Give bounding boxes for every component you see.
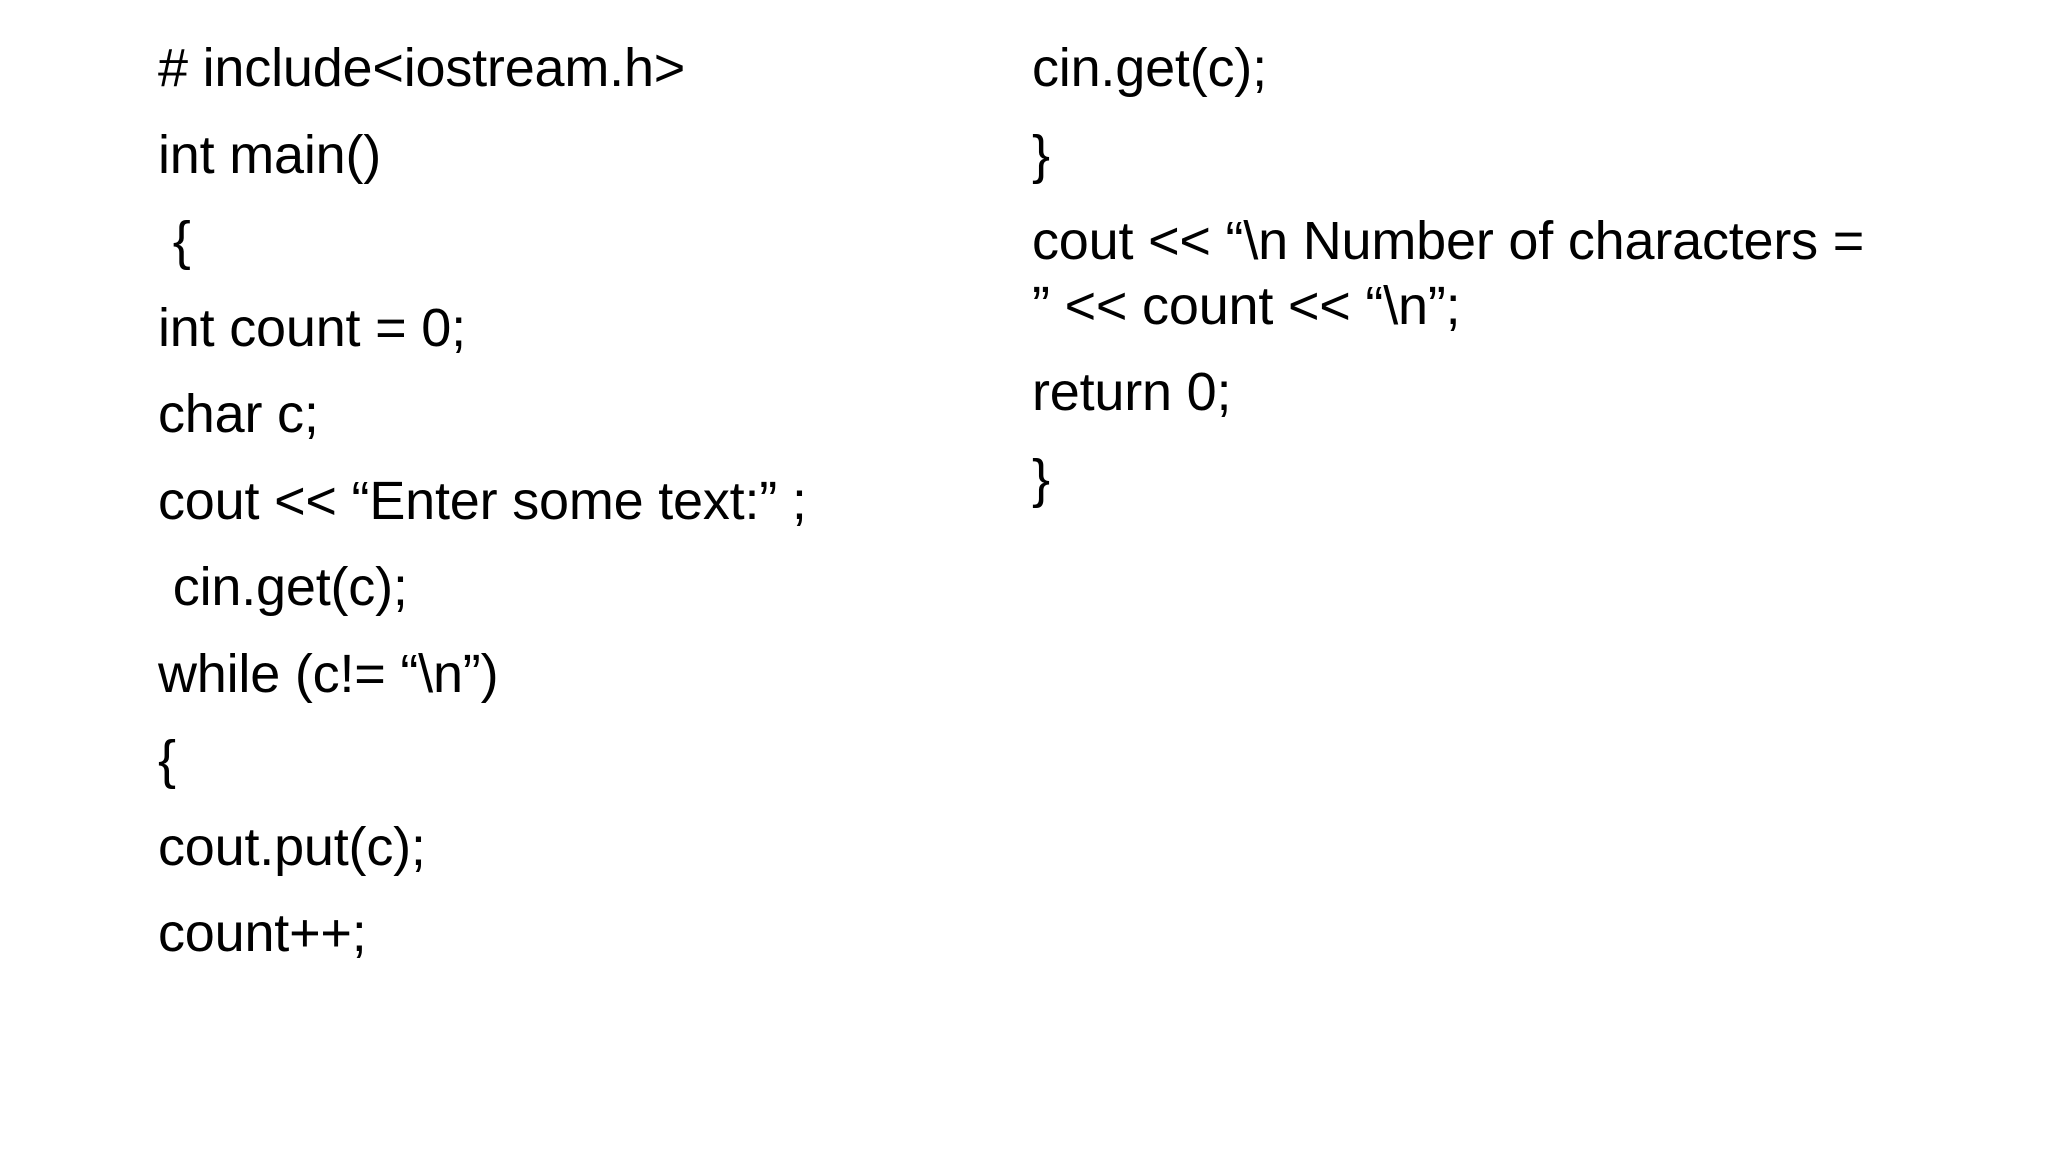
code-line: { [158, 211, 191, 271]
code-line: return 0; [1032, 362, 1232, 422]
code-line: while (c!= “\n”) [158, 644, 499, 704]
code-line: cout << “\n Number of characters = [1032, 211, 1865, 271]
code-line: int count = 0; [158, 298, 466, 358]
code-line: cin.get(c); [158, 557, 408, 617]
code-line: } [1032, 125, 1050, 185]
code-line: int main() [158, 125, 382, 185]
code-line: ” << count << “\n”; [1032, 276, 1461, 336]
code-line: } [1032, 449, 1050, 509]
code-line: cin.get(c); [1032, 38, 1267, 98]
code-line: cout << “Enter some text:” ; [158, 471, 807, 531]
code-line: # include<iostream.h> [158, 38, 686, 98]
code-line: count++; [158, 903, 367, 963]
code-line: char c; [158, 384, 319, 444]
code-line: cout.put(c); [158, 817, 426, 877]
code-line: { [158, 730, 176, 790]
